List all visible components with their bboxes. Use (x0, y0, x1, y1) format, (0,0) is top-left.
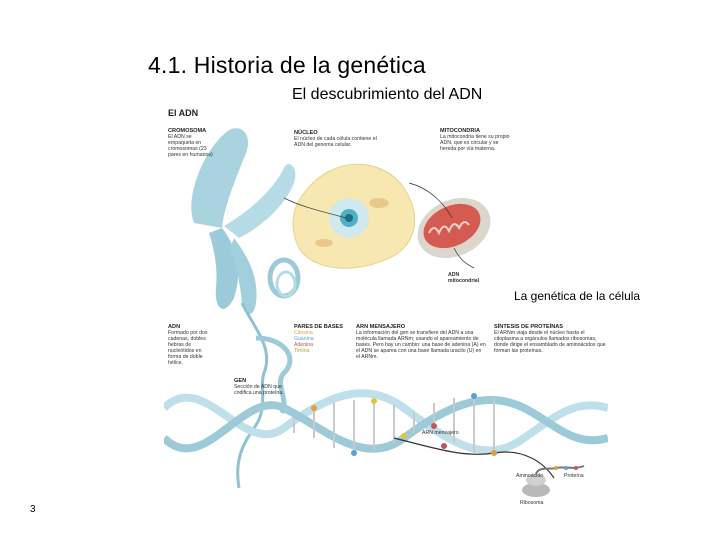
dna-illustration (164, 108, 608, 510)
label-adn: ADN Formado por dos cadenas, dobles hebr… (168, 324, 216, 366)
label-arnm-text: La información del gen se transfiere del… (356, 330, 486, 360)
label-nucleo: NÚCLEO El núcleo de cada célula contiene… (294, 130, 384, 148)
label-sintesis: SÍNTESIS DE PROTEÍNAS El ARNm viaja desd… (494, 324, 606, 354)
label-cromosoma-text: El ADN se empaqueta en cromosomas (23 pa… (168, 134, 213, 158)
figure-heading: El ADN (168, 110, 198, 116)
dna-infographic: El ADN CROMOSOMA El ADN se empaqueta en … (164, 108, 608, 510)
slide-subtitle: El descubrimiento del ADN (292, 86, 482, 104)
mitochondria-shape (408, 183, 501, 269)
label-cromosoma: CROMOSOMA El ADN se empaqueta en cromoso… (168, 128, 216, 158)
label-proteina: Proteína (564, 473, 584, 479)
label-nucleo-text: El núcleo de cada célula contiene el ADN… (294, 136, 377, 148)
label-gen-text: Sección de ADN que codifica una proteína… (234, 384, 284, 396)
double-helix-shape (164, 393, 608, 478)
label-mitocondria: MITOCONDRIA La mitocondria tiene su prop… (440, 128, 510, 152)
figure-caption: La genética de la célula (514, 289, 640, 303)
slide-title: 4.1. Historia de la genética (148, 52, 426, 79)
base-timina: Timina (294, 348, 356, 354)
label-adn-text: Formado por dos cadenas, dobles hebras d… (168, 330, 208, 366)
label-ribosoma: Ribosoma (520, 500, 543, 506)
label-arn-mensajero: ARN MENSAJERO La información del gen se … (356, 324, 486, 360)
label-adn-mitocondrial: ADN mitocondrial (448, 272, 480, 284)
label-gen: GEN Sección de ADN que codifica una prot… (234, 378, 284, 396)
label-aminoacido: Aminoácido (516, 473, 543, 479)
page-number: 3 (30, 504, 36, 515)
label-pares-bases: PARES DE BASES Citosina Guanina Adenina … (294, 324, 356, 354)
label-arn-mensajero-strand: ARN mensajero (422, 430, 459, 436)
cell-shape (284, 164, 415, 268)
ribosome-shape (522, 466, 584, 497)
label-sintesis-text: El ARNm viaja desde el núcleo hasta el c… (494, 330, 606, 354)
label-mitocondria-text: La mitocondria tiene su propio ADN, que … (440, 134, 510, 152)
